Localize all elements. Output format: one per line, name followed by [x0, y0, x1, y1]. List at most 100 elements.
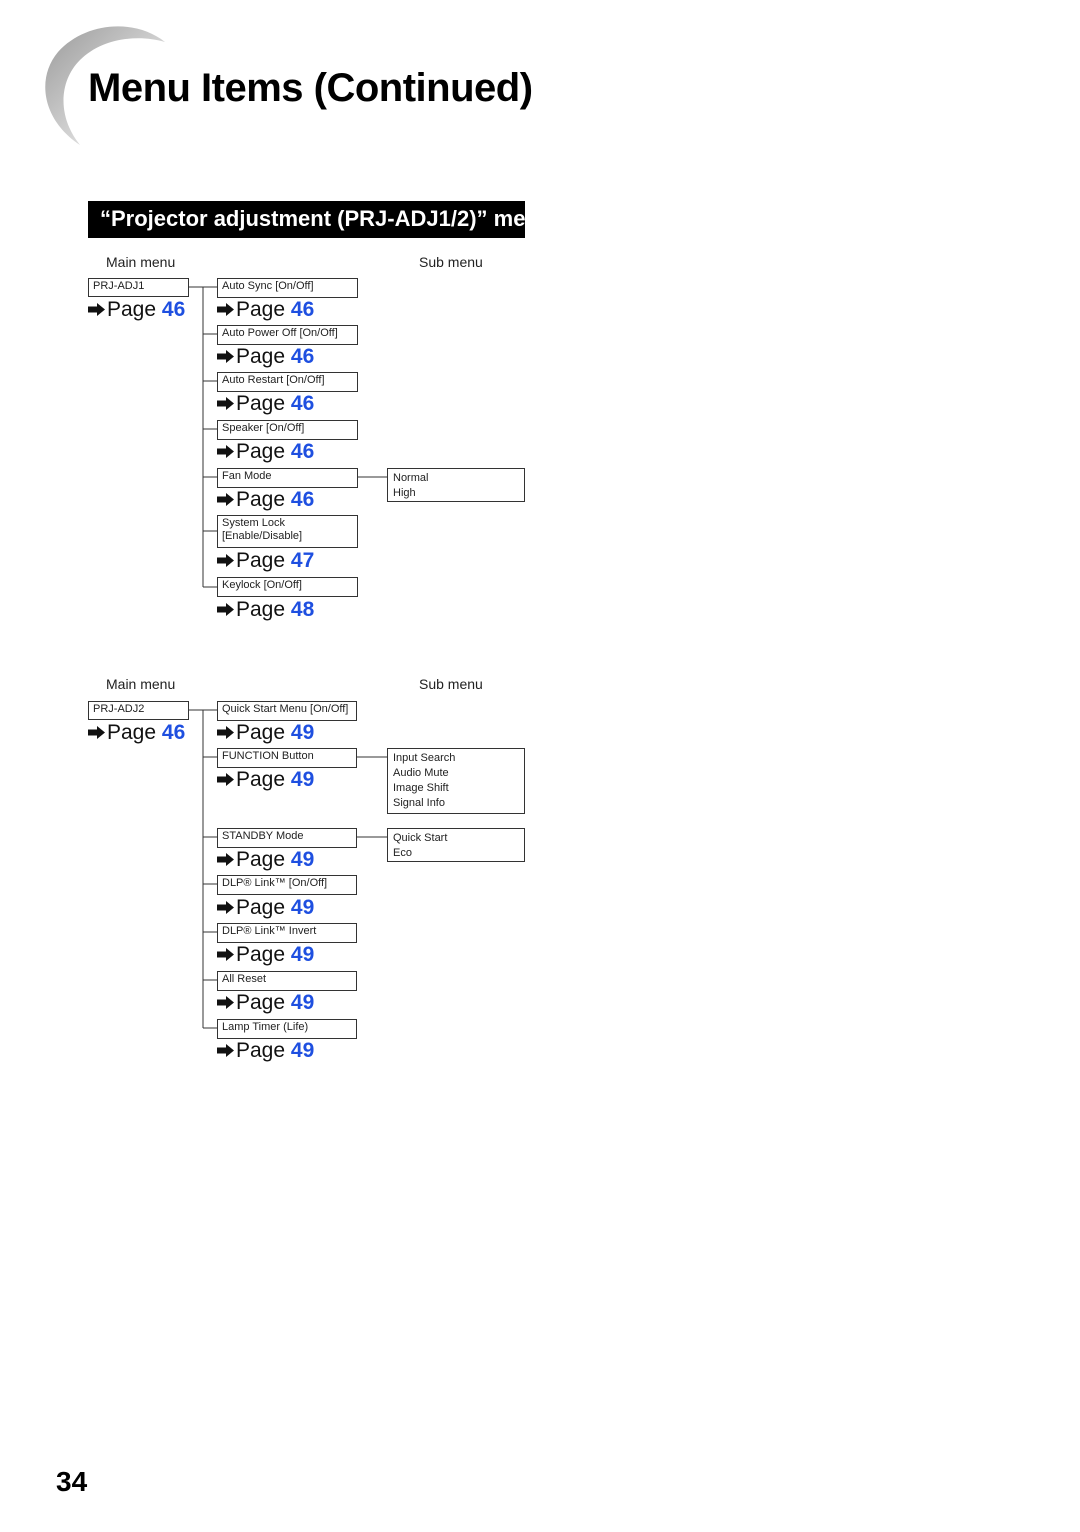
submenu-fan-mode: Normal High: [387, 468, 525, 502]
page-ref-word: Page: [236, 488, 286, 511]
page-ref-word: Page: [236, 298, 286, 321]
right-arrow-icon: [217, 493, 234, 506]
right-arrow-icon: [217, 554, 234, 567]
right-arrow-icon: [217, 397, 234, 410]
page-ref-all-reset[interactable]: Page 49: [217, 991, 314, 1015]
submenu-option: Audio Mute: [393, 767, 449, 779]
right-arrow-icon: [217, 901, 234, 914]
page-ref-number: 49: [290, 1039, 315, 1062]
submenu-function-button: Input Search Audio Mute Image Shift Sign…: [387, 748, 525, 814]
right-arrow-icon: [217, 726, 234, 739]
page-ref-number: 46: [290, 298, 315, 321]
right-arrow-icon: [217, 350, 234, 363]
menu-item-label: System Lock: [222, 517, 285, 529]
page-ref-number: 49: [290, 721, 315, 744]
page-ref-word: Page: [236, 392, 286, 415]
menu-item-system-lock: System Lock [Enable/Disable]: [217, 515, 358, 548]
page-title: Menu Items (Continued): [88, 66, 533, 110]
submenu-option: Input Search: [393, 752, 456, 764]
page-ref-word: Page: [236, 721, 286, 744]
page-ref-word: Page: [236, 896, 286, 919]
page-ref-prj-adj1[interactable]: Page 46: [88, 298, 185, 322]
menu-item-standby-mode: STANDBY Mode: [217, 828, 357, 848]
page-ref-number: 47: [290, 549, 315, 572]
right-arrow-icon: [217, 603, 234, 616]
submenu-option: Image Shift: [393, 782, 449, 794]
page-ref-auto-power-off[interactable]: Page 46: [217, 345, 314, 369]
menu-item-dlp-link-invert: DLP® Link™ Invert: [217, 923, 357, 943]
page-ref-number: 46: [161, 298, 186, 321]
menu-item-auto-power-off: Auto Power Off [On/Off]: [217, 325, 358, 345]
page-ref-word: Page: [107, 298, 157, 321]
menu-item-quick-start-menu: Quick Start Menu [On/Off]: [217, 701, 357, 721]
menu-item-function-button: FUNCTION Button: [217, 748, 357, 768]
submenu-standby-mode: Quick Start Eco: [387, 828, 525, 862]
page-ref-word: Page: [236, 1039, 286, 1062]
page-ref-word: Page: [236, 549, 286, 572]
page-ref-speaker[interactable]: Page 46: [217, 440, 314, 464]
submenu-option: Normal: [393, 472, 429, 484]
page-ref-quick-start-menu[interactable]: Page 49: [217, 721, 314, 745]
sub-menu-label: Sub menu: [419, 254, 483, 270]
page-number: 34: [56, 1466, 88, 1497]
page-ref-word: Page: [107, 721, 157, 744]
page-ref-number: 46: [290, 440, 315, 463]
page-ref-standby-mode[interactable]: Page 49: [217, 848, 314, 872]
right-arrow-icon: [217, 996, 234, 1009]
submenu-option: Signal Info: [393, 797, 445, 809]
menu-item-all-reset: All Reset: [217, 971, 357, 991]
page-ref-lamp-timer[interactable]: Page 49: [217, 1039, 314, 1063]
page-ref-number: 46: [290, 488, 315, 511]
page-ref-system-lock[interactable]: Page 47: [217, 549, 314, 573]
page-ref-word: Page: [236, 440, 286, 463]
page-ref-word: Page: [236, 345, 286, 368]
page-ref-number: 46: [290, 392, 315, 415]
page-ref-dlp-link[interactable]: Page 49: [217, 896, 314, 920]
right-arrow-icon: [217, 445, 234, 458]
page-ref-number: 49: [290, 848, 315, 871]
page-ref-keylock[interactable]: Page 48: [217, 598, 314, 622]
right-arrow-icon: [217, 1044, 234, 1057]
page-ref-function-button[interactable]: Page 49: [217, 768, 314, 792]
menu-item-speaker: Speaker [On/Off]: [217, 420, 358, 440]
page-ref-number: 49: [290, 896, 315, 919]
decorative-swirl: [45, 26, 166, 146]
menu-item-label-line2: [Enable/Disable]: [222, 530, 303, 542]
main-menu-label: Main menu: [106, 676, 176, 692]
page-ref-word: Page: [236, 943, 286, 966]
page-ref-prj-adj2[interactable]: Page 46: [88, 721, 185, 745]
right-arrow-icon: [217, 948, 234, 961]
page-ref-number: 49: [290, 991, 315, 1014]
menu-item-auto-restart: Auto Restart [On/Off]: [217, 372, 358, 392]
right-arrow-icon: [88, 303, 105, 316]
menu-item-dlp-link: DLP® Link™ [On/Off]: [217, 875, 357, 895]
submenu-option: Quick Start: [393, 832, 448, 844]
menu-item-fan-mode: Fan Mode: [217, 468, 358, 488]
page-ref-number: 48: [290, 598, 315, 621]
page-ref-auto-restart[interactable]: Page 46: [217, 392, 314, 416]
menu-item-lamp-timer: Lamp Timer (Life): [217, 1019, 357, 1039]
page-ref-number: 49: [290, 943, 315, 966]
page-ref-number: 46: [161, 721, 186, 744]
right-arrow-icon: [217, 303, 234, 316]
main-menu-label: Main menu: [106, 254, 176, 270]
right-arrow-icon: [88, 726, 105, 739]
page-ref-word: Page: [236, 991, 286, 1014]
page-ref-word: Page: [236, 598, 286, 621]
page-ref-word: Page: [236, 768, 286, 791]
submenu-option: High: [393, 487, 416, 499]
sub-menu-label: Sub menu: [419, 676, 483, 692]
menu-item-auto-sync: Auto Sync [On/Off]: [217, 278, 358, 298]
page-ref-word: Page: [236, 848, 286, 871]
page-ref-auto-sync[interactable]: Page 46: [217, 298, 314, 322]
menu-item-keylock: Keylock [On/Off]: [217, 577, 358, 597]
page-ref-fan-mode[interactable]: Page 46: [217, 488, 314, 512]
right-arrow-icon: [217, 853, 234, 866]
page-ref-dlp-link-invert[interactable]: Page 49: [217, 943, 314, 967]
submenu-option: Eco: [393, 847, 412, 859]
page-ref-number: 49: [290, 768, 315, 791]
main-menu-node-prj-adj1: PRJ-ADJ1: [88, 278, 189, 297]
section-heading: “Projector adjustment (PRJ-ADJ1/2)” menu: [88, 201, 552, 238]
right-arrow-icon: [217, 773, 234, 786]
main-menu-node-prj-adj2: PRJ-ADJ2: [88, 701, 189, 720]
